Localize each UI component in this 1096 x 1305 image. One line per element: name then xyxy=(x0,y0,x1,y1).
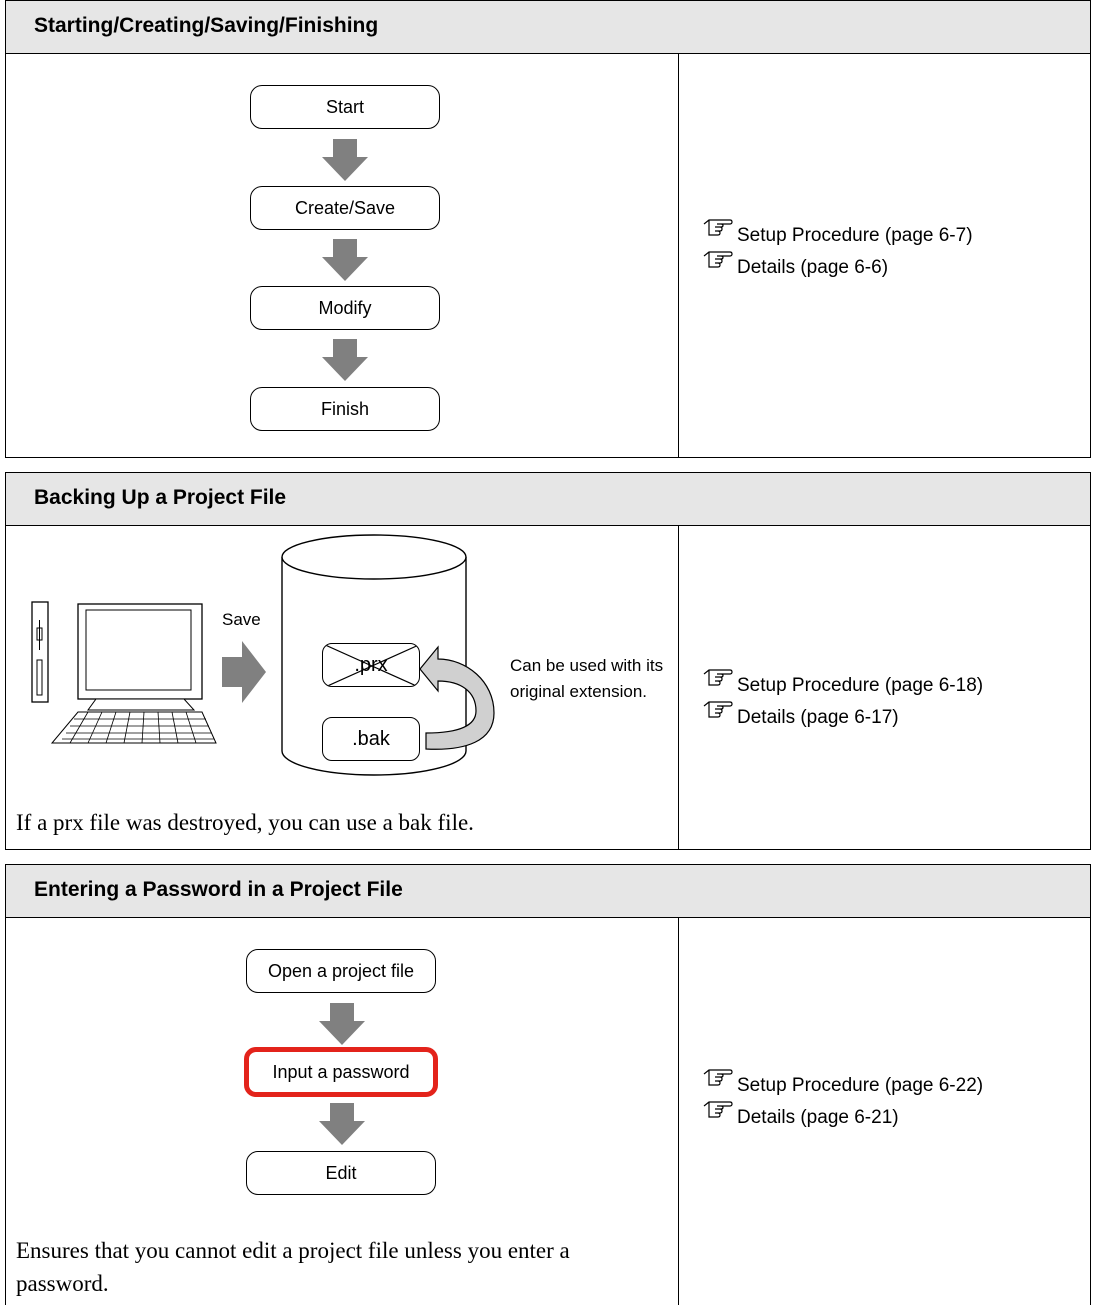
section-description: Ensures that you cannot edit a project f… xyxy=(16,1238,570,1296)
flow-step-create-save: Create/Save xyxy=(250,186,440,230)
details-link[interactable]: Details (page 6-21) xyxy=(703,1097,983,1129)
down-arrow-icon xyxy=(322,339,368,381)
pointing-hand-icon xyxy=(703,251,733,268)
flow-step-open-project: Open a project file xyxy=(246,949,436,993)
diagram-note: Can be used with its original extension. xyxy=(510,656,664,701)
details-link[interactable]: Details (page 6-6) xyxy=(703,247,973,279)
flow-step-start: Start xyxy=(250,85,440,129)
details-link[interactable]: Details (page 6-17) xyxy=(703,697,983,729)
flow-step-input-password: Input a password xyxy=(244,1047,438,1097)
cross-out-icon xyxy=(323,644,419,686)
down-arrow-icon xyxy=(322,139,368,181)
column-divider xyxy=(678,526,679,849)
computer-icon xyxy=(31,601,217,744)
setup-procedure-link[interactable]: Setup Procedure (page 6-7) xyxy=(703,215,973,247)
reference-links: Setup Procedure (page 6-22) Details (pag… xyxy=(703,1065,983,1129)
curved-arrow-icon xyxy=(419,645,495,750)
column-divider xyxy=(678,918,679,1305)
reference-links: Setup Procedure (page 6-7) Details (page… xyxy=(703,215,973,279)
flow-step-modify: Modify xyxy=(250,286,440,330)
pointing-hand-icon xyxy=(703,669,733,686)
pointing-hand-icon xyxy=(703,219,733,236)
pointing-hand-icon xyxy=(703,701,733,718)
prx-file-crossed: .prx xyxy=(322,643,420,687)
prx-label: .prx xyxy=(354,653,388,676)
section-header: Starting/Creating/Saving/Finishing xyxy=(6,1,1090,54)
section-backing-up: Backing Up a Project File Save xyxy=(5,472,1091,850)
column-divider xyxy=(678,54,679,457)
bak-file: .bak xyxy=(322,717,420,761)
flow-step-edit: Edit xyxy=(246,1151,436,1195)
section-title: Entering a Password in a Project File xyxy=(34,878,403,901)
flow-step-finish: Finish xyxy=(250,387,440,431)
section-title: Backing Up a Project File xyxy=(34,486,287,509)
down-arrow-icon xyxy=(319,1103,365,1145)
pointing-hand-icon xyxy=(703,1069,733,1086)
pointing-hand-icon xyxy=(703,1101,733,1118)
section-title: Starting/Creating/Saving/Finishing xyxy=(34,14,379,37)
setup-procedure-link[interactable]: Setup Procedure (page 6-22) xyxy=(703,1065,983,1097)
reference-links: Setup Procedure (page 6-18) Details (pag… xyxy=(703,665,983,729)
section-entering-password: Entering a Password in a Project File Op… xyxy=(5,864,1091,1305)
bak-label: .bak xyxy=(352,727,390,750)
right-arrow-icon xyxy=(222,641,266,703)
down-arrow-icon xyxy=(319,1003,365,1045)
down-arrow-icon xyxy=(322,239,368,281)
section-header: Entering a Password in a Project File xyxy=(6,865,1090,918)
section-description: If a prx file was destroyed, you can use… xyxy=(16,810,474,835)
section-header: Backing Up a Project File xyxy=(6,473,1090,526)
save-label: Save xyxy=(222,610,261,629)
section-starting-creating: Starting/Creating/Saving/Finishing Start… xyxy=(5,0,1091,458)
setup-procedure-link[interactable]: Setup Procedure (page 6-18) xyxy=(703,665,983,697)
